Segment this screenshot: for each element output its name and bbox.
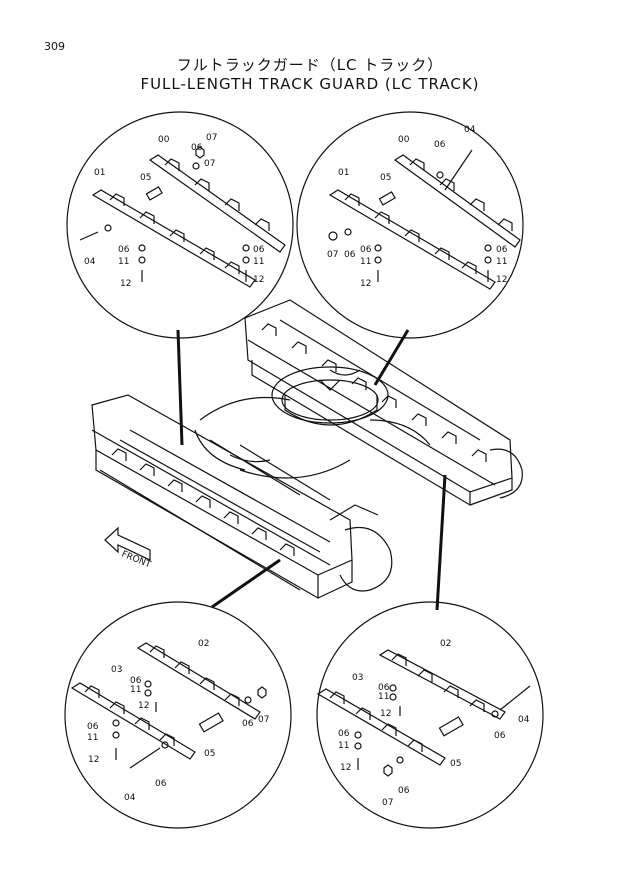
callout: 12 — [496, 275, 507, 285]
callout: 06 — [118, 245, 130, 255]
callout: 06 — [494, 731, 506, 741]
guard-bottom-left — [70, 642, 267, 769]
page-number: 309 — [44, 40, 65, 53]
callout: 07 — [204, 159, 215, 169]
callout: 06 — [130, 676, 142, 686]
front-arrow-icon — [104, 526, 151, 561]
callout: 05 — [450, 759, 461, 769]
callout: 11 — [253, 257, 264, 267]
callout: 03 — [352, 673, 363, 683]
callout: 06 — [378, 683, 390, 693]
leader-line-top-right — [373, 329, 410, 386]
callout: 00 — [398, 135, 410, 145]
callout: 07 — [206, 133, 217, 143]
leader-line-bottom-left — [211, 558, 281, 609]
callout: 04 — [124, 793, 136, 803]
detail-circle-bottom-right — [316, 601, 544, 829]
callout: 12 — [253, 275, 264, 285]
detail-circle-top-left — [66, 111, 294, 339]
callout: 04 — [464, 125, 476, 135]
callout: 01 — [338, 168, 349, 178]
callout: 11 — [496, 257, 507, 267]
callout: 03 — [111, 665, 122, 675]
callout: 06 — [344, 250, 356, 260]
callout: 06 — [398, 786, 410, 796]
callout: 11 — [338, 741, 349, 751]
callout: 06 — [87, 722, 99, 732]
callout: 12 — [360, 279, 371, 289]
callouts-top-left: 00 07 06 01 05 07 04 06 11 06 11 12 12 — [84, 133, 265, 289]
callout: 07 — [382, 798, 393, 808]
callout: 00 — [158, 135, 170, 145]
callout: 05 — [380, 173, 391, 183]
callouts-top-right: 00 04 06 01 05 07 06 06 11 06 11 12 12 — [327, 125, 508, 289]
title-japanese: フルトラックガード（LC トラック） — [176, 56, 444, 74]
detail-circle-bottom-left — [64, 601, 292, 829]
callout: 06 — [496, 245, 508, 255]
title-english: FULL-LENGTH TRACK GUARD (LC TRACK) — [140, 75, 480, 93]
callout: 06 — [242, 719, 254, 729]
callout: 11 — [87, 733, 98, 743]
callouts-bottom-left: 02 03 06 11 12 06 11 12 07 06 05 04 06 — [87, 639, 269, 803]
guard-top-left — [79, 146, 286, 288]
callout: 11 — [360, 257, 371, 267]
callout: 01 — [94, 168, 105, 178]
front-label: FRONT — [120, 550, 153, 571]
guard-bottom-right — [316, 649, 531, 777]
detail-circle-top-right — [296, 111, 524, 339]
callout: 02 — [440, 639, 451, 649]
callout: 05 — [140, 173, 151, 183]
callout: 11 — [118, 257, 129, 267]
leader-line-top-left — [176, 329, 184, 446]
undercarriage-frame — [91, 299, 523, 600]
callout: 06 — [155, 779, 167, 789]
callout: 06 — [434, 140, 446, 150]
callout: 06 — [360, 245, 372, 255]
callout: 06 — [253, 245, 265, 255]
callout: 12 — [380, 709, 391, 719]
callout: 05 — [204, 749, 215, 759]
callouts-bottom-right: 02 03 06 11 12 06 11 12 04 06 05 07 06 — [338, 639, 530, 808]
callout: 02 — [198, 639, 209, 649]
callout: 11 — [378, 692, 389, 702]
callout: 12 — [88, 755, 99, 765]
callout: 06 — [191, 143, 203, 153]
callout: 12 — [138, 701, 149, 711]
callout: 07 — [258, 715, 269, 725]
callout: 04 — [518, 715, 530, 725]
callout: 06 — [338, 729, 350, 739]
callout: 04 — [84, 257, 96, 267]
callout: 07 — [327, 250, 338, 260]
guard-top-right — [328, 149, 521, 290]
callout: 12 — [340, 763, 351, 773]
callout: 11 — [130, 685, 141, 695]
callout: 12 — [120, 279, 131, 289]
leader-line-bottom-right — [435, 474, 447, 611]
